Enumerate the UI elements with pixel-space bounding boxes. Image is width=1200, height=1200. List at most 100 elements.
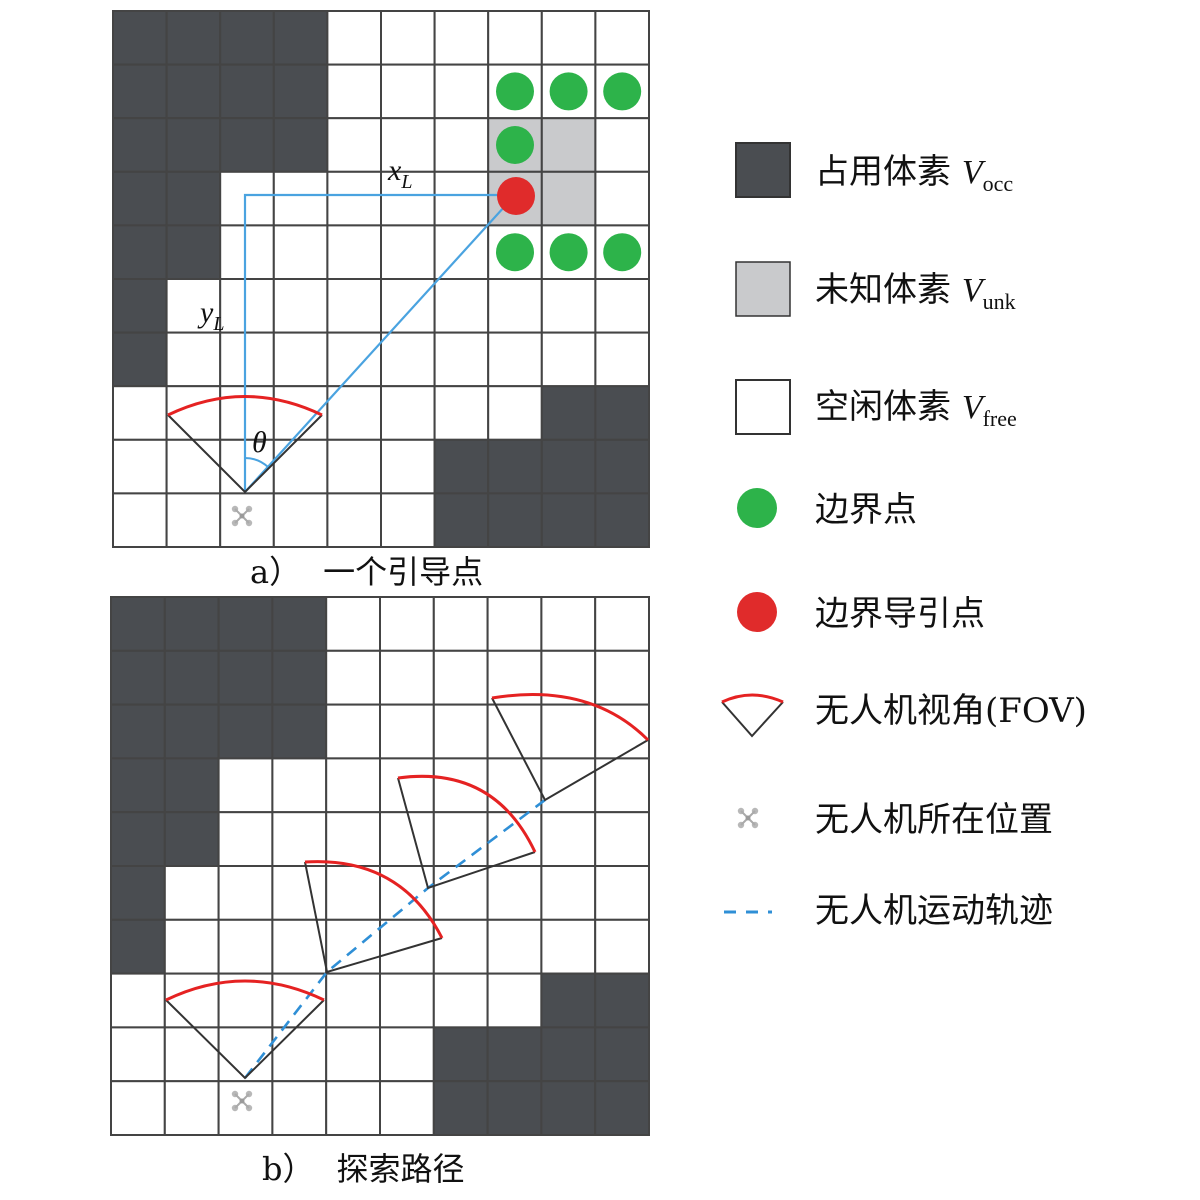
grid-cell: [540, 10, 597, 66]
grid-cell: [165, 63, 222, 120]
grid-cell: [380, 10, 436, 66]
legend-label-trajectory: 无人机运动轨迹: [815, 891, 1053, 931]
y-label: yL: [197, 296, 224, 335]
grid-cell: [433, 438, 490, 495]
legend-label-occupied: 占用体素 Vocc: [815, 152, 1013, 196]
grid-cell: [432, 596, 489, 652]
grid-cell: [217, 918, 274, 975]
grid-cell: [432, 1080, 489, 1136]
grid-cell: [432, 649, 489, 706]
legend-label-drone: 无人机所在位置: [815, 800, 1053, 840]
frontier-point: [549, 72, 588, 111]
grid-cell: [271, 1080, 328, 1136]
grid-cell: [165, 170, 222, 227]
legend-item-unknown: 未知体素 Vunk: [735, 261, 1016, 317]
grid-cell: [326, 63, 382, 120]
xy-offset-line: [243, 193, 515, 492]
grid-cell: [219, 224, 275, 280]
grid-cell: [432, 811, 489, 868]
trajectory-path: [243, 798, 546, 1079]
grid-cell: [540, 331, 597, 388]
grid-cell: [379, 703, 435, 760]
grid-cell: [594, 331, 651, 388]
grid-cell: [379, 757, 435, 814]
grid-cell: [163, 865, 220, 921]
grid-cell: [487, 278, 543, 334]
grid-cell: [217, 596, 274, 652]
grid-cell: [433, 492, 490, 548]
legend-label-free: 空闲体素 Vfree: [815, 387, 1017, 431]
grid-cell: [325, 1080, 382, 1136]
fov-b-2: [397, 774, 537, 890]
grid-cell: [326, 10, 382, 66]
grid-cell: [326, 331, 382, 388]
grid-cell: [486, 757, 543, 814]
grid-cell: [594, 918, 651, 975]
grid-cell: [487, 385, 543, 441]
grid-cell: [271, 596, 328, 652]
grid-cell: [272, 224, 329, 280]
legend-item-fov: 无人机视角(FOV): [721, 691, 1087, 738]
grid-cell: [165, 438, 222, 495]
grid-cell: [163, 1080, 220, 1136]
grid-cell: [110, 757, 166, 814]
grid-cell: [217, 757, 274, 814]
grid-cell: [112, 224, 168, 280]
grid-cell: [217, 865, 274, 921]
grid-cell: [487, 492, 543, 548]
grid-cell: [110, 865, 166, 921]
grid-cell: [272, 331, 329, 388]
grid-cell: [540, 596, 597, 652]
grid-b: [110, 596, 651, 1136]
grid-cell: [379, 972, 435, 1029]
grid-cell: [486, 972, 543, 1029]
occupied-swatch: [735, 142, 791, 198]
grid-cell: [217, 703, 274, 760]
grid-cell: [272, 438, 329, 495]
grid-cell: [112, 10, 168, 66]
grid-cell: [272, 278, 329, 334]
grid-cell: [432, 757, 489, 814]
grid-cell: [432, 703, 489, 760]
fov-arc: [491, 693, 650, 742]
free-swatch: [735, 379, 791, 435]
fov-arc: [397, 774, 537, 853]
grid-cell: [271, 703, 328, 760]
grid-cell: [110, 972, 166, 1029]
legend-item-drone: 无人机所在位置: [736, 800, 1053, 840]
fov-arc: [167, 395, 323, 417]
grid-cell: [380, 331, 436, 388]
grid-cell: [217, 811, 274, 868]
grid-cell: [165, 492, 222, 548]
frontier-point: [549, 233, 588, 272]
legend-item-trajectory: 无人机运动轨迹: [724, 891, 1053, 931]
grid-cell: [112, 331, 168, 388]
grid-cell: [594, 757, 651, 814]
grid-cell: [433, 170, 490, 227]
grid-cell: [432, 918, 489, 975]
grid-cell: [433, 10, 490, 66]
grid-cell: [219, 331, 275, 388]
direct-line: [244, 194, 516, 493]
grid-cell: [594, 596, 651, 652]
grid-cell: [163, 811, 220, 868]
fov-b-start: [165, 979, 325, 1080]
grid-cell: [325, 811, 382, 868]
grid-cell: [594, 10, 651, 66]
fov-a: [167, 395, 323, 494]
grid-cell: [487, 10, 543, 66]
grid-cell: [433, 63, 490, 120]
grid-cell: [326, 385, 382, 441]
grid-cell: [110, 703, 166, 760]
unknown-swatch: [735, 261, 791, 317]
fov-edges: [397, 777, 536, 890]
grid-cell: [219, 10, 275, 66]
grid-cell: [217, 1080, 274, 1136]
grid-cell: [163, 649, 220, 706]
grid-cell: [540, 492, 597, 548]
grid-cell: [110, 1080, 166, 1136]
grid-cell: [379, 1026, 435, 1083]
grid-cell: [540, 385, 597, 441]
frontier-point: [603, 233, 642, 272]
grid-cell: [433, 278, 490, 334]
